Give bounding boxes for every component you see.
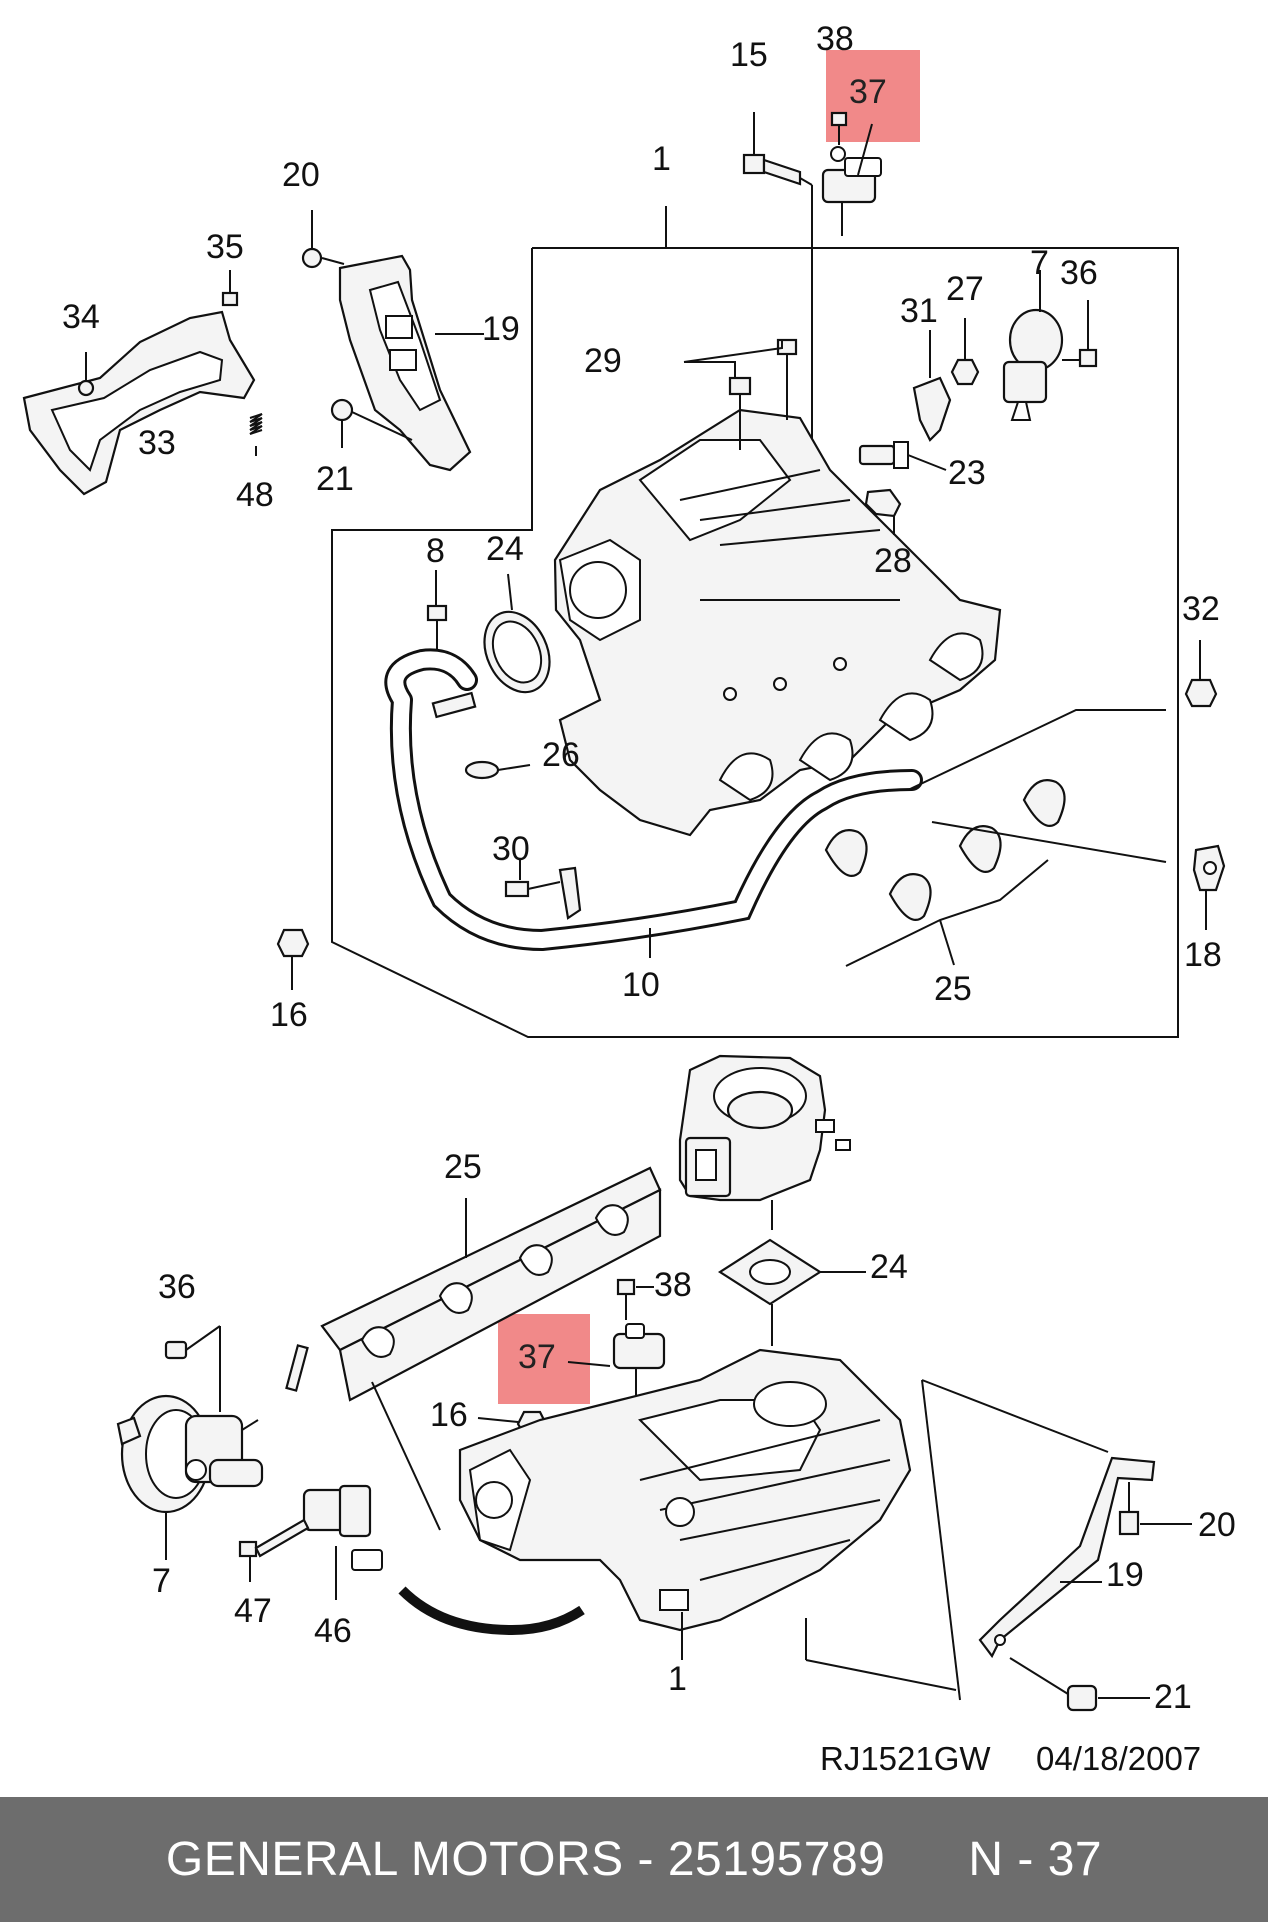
callout-37-top: 37 — [849, 73, 887, 111]
callout-29: 29 — [584, 342, 622, 380]
callout-28: 28 — [874, 542, 912, 580]
bolt-29a[interactable] — [728, 376, 752, 450]
nut-27[interactable] — [950, 318, 980, 386]
stud[interactable] — [285, 1344, 309, 1392]
callout-36-bottom: 36 — [158, 1268, 196, 1306]
bolt-35[interactable] — [221, 270, 239, 307]
actuator-7-top[interactable] — [1002, 270, 1082, 421]
callout-30: 30 — [492, 830, 530, 868]
footer-separator: - — [637, 1833, 654, 1886]
callout-1-top: 1 — [652, 140, 671, 178]
callout-25-bottom: 25 — [444, 1148, 482, 1186]
bolt-29b[interactable] — [776, 338, 798, 420]
callout-16-top: 16 — [270, 996, 308, 1034]
footer-bar: GENERAL MOTORS - 25195789 N - 37 — [0, 1797, 1268, 1922]
callout-15: 15 — [730, 36, 768, 74]
drawing-date: 04/18/2007 — [1036, 1740, 1201, 1777]
map-sensor-37-top[interactable] — [821, 123, 882, 236]
intake-manifold-bottom[interactable] — [458, 1348, 957, 1691]
gasket-24-top[interactable] — [472, 573, 562, 703]
callout-38-bottom: 38 — [654, 1266, 692, 1304]
callout-25-top: 25 — [934, 970, 972, 1008]
callout-18: 18 — [1184, 936, 1222, 974]
pipe-bracket-30[interactable] — [504, 860, 582, 920]
o-ring-26[interactable] — [464, 760, 531, 780]
nut-16-top[interactable] — [276, 928, 310, 990]
callout-48: 48 — [236, 476, 274, 514]
callout-46: 46 — [314, 1612, 352, 1650]
bolt-20-bottom[interactable] — [1118, 1482, 1192, 1536]
intake-manifold-top[interactable] — [553, 408, 1002, 837]
callout-23: 23 — [948, 454, 986, 492]
spring-48[interactable] — [249, 413, 263, 456]
callout-47: 47 — [234, 1592, 272, 1630]
callout-21-bottom: 21 — [1154, 1678, 1192, 1716]
callout-labels-top: 15 38 1 20 35 34 19 33 48 21 29 7 36 27 … — [62, 20, 1222, 1034]
gasket-18[interactable] — [1192, 844, 1226, 930]
bolt-38-top[interactable] — [830, 111, 848, 145]
bracket-33[interactable] — [22, 310, 256, 496]
callout-27: 27 — [946, 270, 984, 308]
footer-brand: GENERAL MOTORS — [165, 1833, 624, 1886]
callout-19-bottom: 19 — [1106, 1556, 1144, 1594]
bolt-8[interactable] — [426, 570, 448, 650]
highlight-box-37-top[interactable] — [826, 50, 920, 142]
callout-24-top: 24 — [486, 530, 524, 568]
bolt-36-top[interactable] — [1078, 300, 1098, 368]
callout-24-bottom: 24 — [870, 1248, 908, 1286]
hose-pipe[interactable] — [384, 648, 923, 952]
nut-32[interactable] — [1184, 640, 1218, 708]
actuator-7-bottom[interactable] — [116, 1394, 264, 1560]
gasket-24-bottom[interactable] — [717, 1238, 866, 1346]
callout-8: 8 — [426, 532, 445, 570]
callout-10: 10 — [622, 966, 660, 1004]
callout-16-bottom: 16 — [430, 1396, 468, 1434]
callout-32: 32 — [1182, 590, 1220, 628]
sensor-23[interactable] — [858, 441, 947, 471]
group-frame-1 — [331, 206, 1179, 1038]
bolt-38-bottom[interactable] — [616, 1278, 654, 1320]
callout-26: 26 — [542, 736, 580, 774]
callout-34: 34 — [62, 298, 100, 336]
rotation-arc — [398, 1586, 585, 1636]
bolt-47[interactable] — [238, 1518, 310, 1582]
callout-19-top: 19 — [482, 310, 520, 348]
link-31[interactable] — [912, 330, 952, 442]
solenoid-46[interactable] — [302, 1484, 383, 1600]
drawing-code: RJ1521GW — [820, 1740, 991, 1777]
parts-diagram: 37 — [22, 20, 1236, 1777]
bolt-15[interactable] — [742, 112, 813, 688]
gaskets-25-top[interactable] — [824, 779, 1066, 967]
bolt-34[interactable] — [77, 352, 95, 397]
callout-labels-bottom: 25 24 36 38 16 20 19 7 47 46 1 21 — [152, 1148, 1236, 1716]
callout-33: 33 — [138, 424, 176, 462]
callout-36-top: 36 — [1060, 254, 1098, 292]
footer-ref: N - 37 — [968, 1833, 1103, 1886]
bolt-21-bottom[interactable] — [1009, 1657, 1150, 1712]
gasket-25-bottom[interactable] — [320, 1166, 662, 1531]
bolt-21-top[interactable] — [330, 398, 413, 448]
throttle-body[interactable] — [678, 1054, 851, 1230]
callout-7-bottom: 7 — [152, 1562, 171, 1600]
bracket-28[interactable] — [864, 488, 902, 535]
footer-part-number: 25195789 — [667, 1833, 886, 1886]
callout-35: 35 — [206, 228, 244, 266]
bracket-19-top[interactable] — [338, 254, 472, 472]
callout-38-top: 38 — [816, 20, 854, 58]
callout-37-bottom: 37 — [518, 1338, 556, 1376]
bolt-20-top[interactable] — [301, 210, 345, 269]
callout-31: 31 — [900, 292, 938, 330]
callout-21-top: 21 — [316, 460, 354, 498]
highlight-box-37-bottom[interactable] — [498, 1314, 590, 1404]
callout-20-bottom: 20 — [1198, 1506, 1236, 1544]
bracket-19-bottom[interactable] — [921, 1379, 1156, 1701]
callout-7-top: 7 — [1030, 244, 1049, 282]
callout-1-bottom: 1 — [668, 1660, 687, 1698]
footer-gap — [885, 1832, 968, 1887]
callout-20-top: 20 — [282, 156, 320, 194]
bolt-36-bottom[interactable] — [164, 1325, 221, 1412]
